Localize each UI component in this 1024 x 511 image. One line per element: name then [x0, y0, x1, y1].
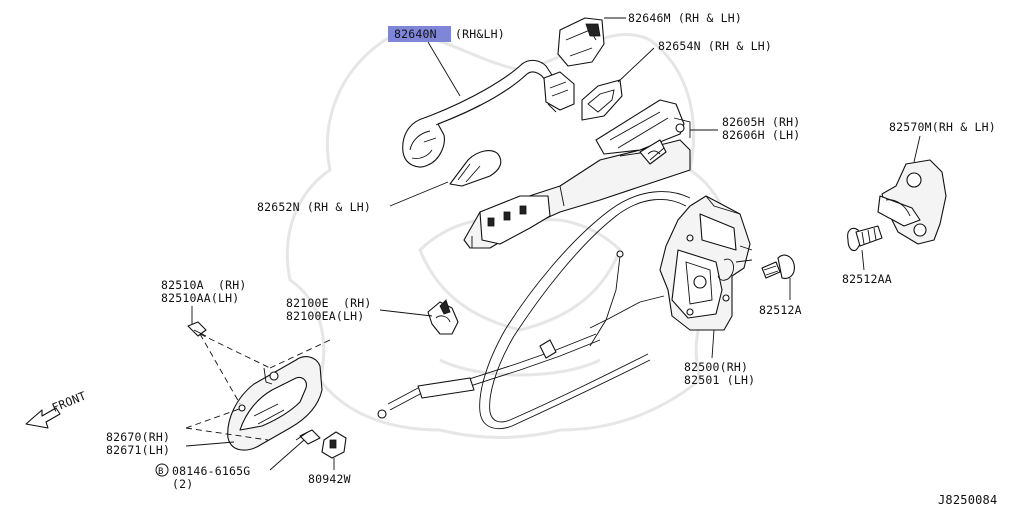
label-bolt[interactable]: 08146-6165G [172, 464, 250, 478]
label-inside-handle-lh[interactable]: 82671(LH) [106, 443, 170, 457]
label-outside-handle-qualifier: (RH&LH) [455, 27, 505, 41]
selected-part-highlight [388, 26, 451, 42]
grommet[interactable] [321, 431, 347, 459]
label-handle-cover[interactable]: 82646M (RH & LH) [628, 11, 742, 25]
label-bracket-lh[interactable]: 82606H (LH) [722, 128, 800, 142]
label-grommet[interactable]: 80942W [308, 472, 351, 486]
label-escutcheon[interactable]: 82652N (RH & LH) [257, 200, 371, 214]
label-clip-lh[interactable]: 82100EA(LH) [286, 309, 364, 323]
lock-cables [377, 191, 691, 430]
striker-screw[interactable] [847, 225, 883, 252]
label-bolt-qty: (2) [172, 477, 193, 491]
cable-clip[interactable] [427, 299, 459, 335]
front-label: FRONT [50, 388, 88, 414]
label-inside-screw-lh[interactable]: 82510AA(LH) [161, 291, 239, 305]
label-inside-handle-rh[interactable]: 82670(RH) [106, 430, 170, 444]
inside-handle-screw[interactable] [187, 321, 207, 337]
label-lock-rh[interactable]: 82500(RH) [684, 360, 748, 374]
bolt-symbol-circle [155, 463, 169, 477]
label-striker-screw[interactable]: 82512AA [842, 272, 892, 286]
handle-gasket[interactable] [581, 79, 623, 121]
door-lock-actuator[interactable] [659, 195, 753, 331]
label-striker[interactable]: 82570M(RH & LH) [889, 120, 996, 134]
door-striker[interactable] [877, 159, 947, 245]
handle-cover[interactable] [557, 17, 605, 67]
label-bracket-rh[interactable]: 82605H (RH) [722, 115, 800, 129]
label-lock-screw[interactable]: 82512A [759, 303, 802, 317]
leader-lines [185, 17, 921, 471]
inside-door-handle[interactable] [227, 356, 323, 451]
label-gasket[interactable]: 82654N (RH & LH) [658, 39, 772, 53]
lock-screw[interactable] [761, 254, 795, 279]
label-inside-screw-rh[interactable]: 82510A (RH) [161, 278, 246, 292]
diagram-code: J8250084 [938, 493, 997, 507]
front-arrow-icon [25, 407, 61, 429]
label-lock-lh[interactable]: 82501 (LH) [684, 373, 755, 387]
assembly-guide-lines [185, 333, 331, 441]
inside-handle-bolt[interactable] [295, 429, 321, 445]
label-clip-rh[interactable]: 82100E (RH) [286, 296, 371, 310]
outside-handle-bracket[interactable] [463, 99, 691, 249]
outside-door-handle[interactable] [402, 59, 575, 168]
bolt-symbol: B [158, 467, 164, 477]
label-outside-handle-part[interactable]: 82640N [394, 27, 437, 41]
handle-escutcheon[interactable] [449, 150, 502, 187]
